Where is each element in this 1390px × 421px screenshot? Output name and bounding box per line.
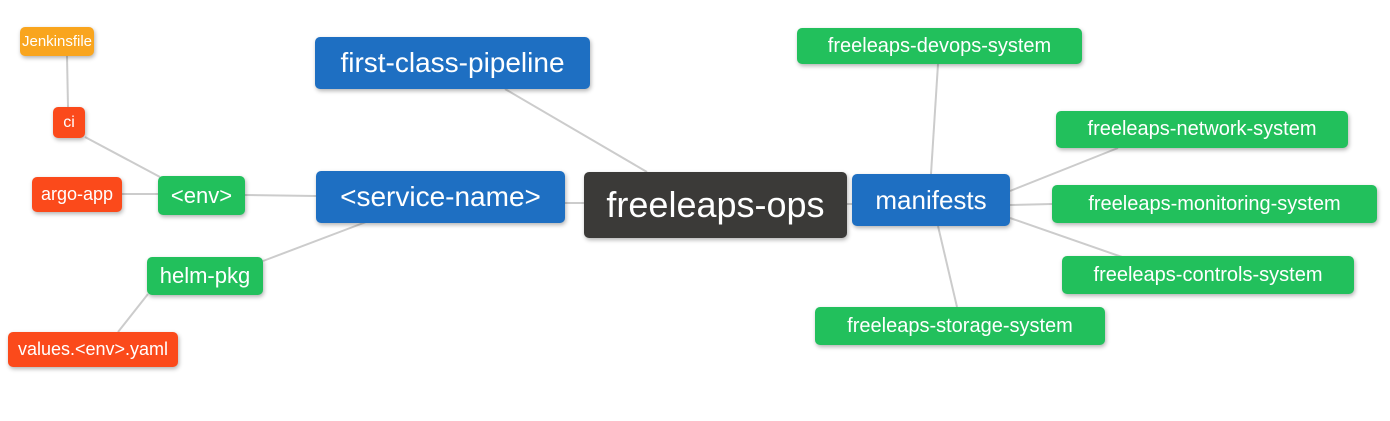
mindmap-node-ci[interactable]: ci [53, 107, 85, 138]
mindmap-node-env[interactable]: <env> [158, 176, 245, 215]
mindmap-node-freeleaps-ops[interactable]: freeleaps-ops [584, 172, 847, 238]
mindmap-node-freeleaps-devops-system[interactable]: freeleaps-devops-system [797, 28, 1082, 64]
mindmap-node-jenkinsfile[interactable]: Jenkinsfile [20, 27, 94, 56]
mindmap-node-service-name[interactable]: <service-name> [316, 171, 565, 223]
edge-manifests-to-freeleaps-monitoring-system [1009, 203, 1053, 206]
mindmap-node-argo-app[interactable]: argo-app [32, 177, 122, 212]
mindmap-node-values-env-yaml[interactable]: values.<env>.yaml [8, 332, 178, 367]
edge-ci-to-env [84, 136, 161, 178]
edge-env-to-service-name [244, 194, 317, 197]
mindmap-node-freeleaps-controls-system[interactable]: freeleaps-controls-system [1062, 256, 1354, 294]
edge-values-env-yaml-to-helm-pkg [117, 293, 149, 333]
edge-manifests-to-freeleaps-controls-system [1009, 217, 1123, 258]
mindmap-node-freeleaps-network-system[interactable]: freeleaps-network-system [1056, 111, 1348, 148]
edge-manifests-to-freeleaps-storage-system [937, 225, 958, 308]
edge-helm-pkg-to-service-name [262, 221, 367, 262]
mindmap-node-freeleaps-storage-system[interactable]: freeleaps-storage-system [815, 307, 1105, 345]
edge-first-class-pipeline-to-freeleaps-ops [504, 88, 648, 173]
edge-freeleaps-devops-system-to-manifests [930, 63, 939, 175]
mindmap-node-freeleaps-monitoring-system[interactable]: freeleaps-monitoring-system [1052, 185, 1377, 223]
mindmap-node-manifests[interactable]: manifests [852, 174, 1010, 226]
edge-jenkinsfile-to-ci [66, 55, 69, 108]
mindmap-node-first-class-pipeline[interactable]: first-class-pipeline [315, 37, 590, 89]
mindmap-node-helm-pkg[interactable]: helm-pkg [147, 257, 263, 295]
